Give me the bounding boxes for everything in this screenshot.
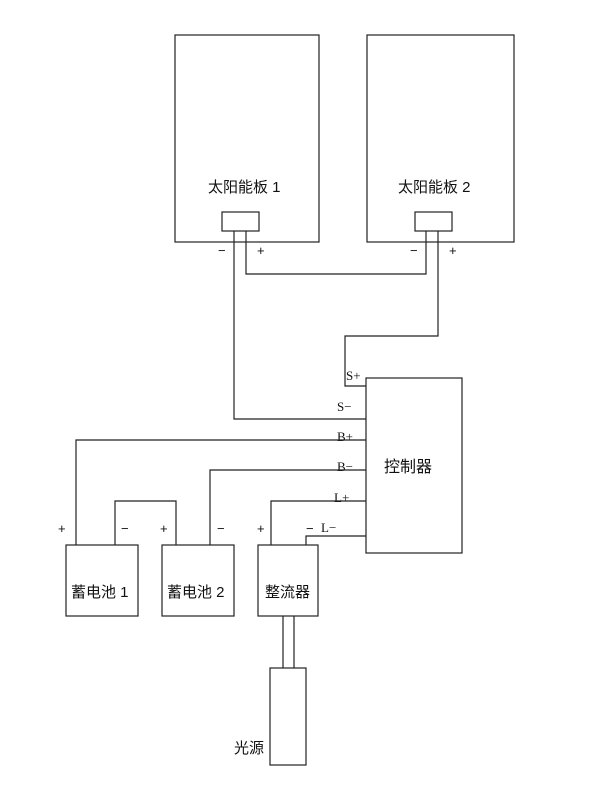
solar-panel-1-box [174, 34, 320, 243]
wire-battery1-minus-to-battery2-plus [114, 500, 177, 545]
terminal-s-plus: S+ [346, 368, 361, 383]
solar-panel-1-junction-box [221, 211, 260, 232]
controller-label: 控制器 [384, 458, 432, 476]
controller-box [365, 377, 463, 554]
wire-panel2-plus-to-s-plus [344, 231, 439, 387]
solar-panel-2: 太阳能板 2 − + [366, 34, 515, 258]
battery-2-label: 蓄电池 2 [167, 584, 225, 601]
light-source-box [269, 667, 307, 766]
terminal-b-plus: B+ [337, 429, 353, 444]
battery-1: 蓄电池 1 + − [58, 521, 139, 617]
wire-panel1-plus-to-panel2-minus [245, 231, 427, 275]
battery-2-plus: + [160, 521, 168, 536]
light-source-label: 光源 [234, 740, 264, 757]
solar-panel-2-plus: + [449, 243, 457, 258]
battery-2-minus: − [217, 521, 225, 536]
rectifier-minus: − [306, 521, 314, 536]
battery-1-plus: + [58, 521, 66, 536]
light-source: 光源 [234, 667, 307, 766]
battery-2: 蓄电池 2 + − [160, 521, 235, 617]
rectifier-label: 整流器 [265, 584, 310, 601]
wire-b-minus-to-battery2-minus [209, 469, 366, 545]
battery-1-box [65, 544, 139, 617]
battery-2-box [161, 544, 235, 617]
battery-1-label: 蓄电池 1 [71, 584, 129, 601]
solar-panel-1-label: 太阳能板 1 [208, 178, 281, 196]
light-wires [282, 616, 295, 668]
wire-panel1-minus-to-s-minus [233, 231, 366, 420]
wire-b-plus-to-battery1-plus [75, 439, 366, 545]
rectifier: 整流器 + − [257, 521, 319, 617]
rectifier-plus: + [257, 521, 265, 536]
solar-panel-2-box [366, 34, 515, 243]
load-wires [75, 439, 366, 545]
solar-panel-2-label: 太阳能板 2 [398, 178, 471, 196]
solar-panel-2-junction-box [414, 211, 453, 232]
solar-panel-1: 太阳能板 1 − + [174, 34, 320, 258]
solar-panel-1-plus: + [257, 243, 265, 258]
wire-l-plus-to-rectifier-plus [270, 500, 366, 545]
terminal-l-plus: L+ [334, 490, 349, 505]
terminal-s-minus: S− [337, 399, 352, 414]
panel-wires [233, 231, 439, 420]
controller: 控制器 S+ S− B+ B− L+ L− [321, 368, 463, 554]
rectifier-box [257, 544, 319, 617]
solar-panel-1-minus: − [218, 243, 226, 258]
terminal-l-minus: L− [321, 520, 336, 535]
wire-l-minus-to-rectifier-minus [305, 535, 366, 545]
solar-panel-2-minus: − [410, 243, 418, 258]
battery-1-minus: − [121, 521, 129, 536]
terminal-b-minus: B− [337, 459, 353, 474]
